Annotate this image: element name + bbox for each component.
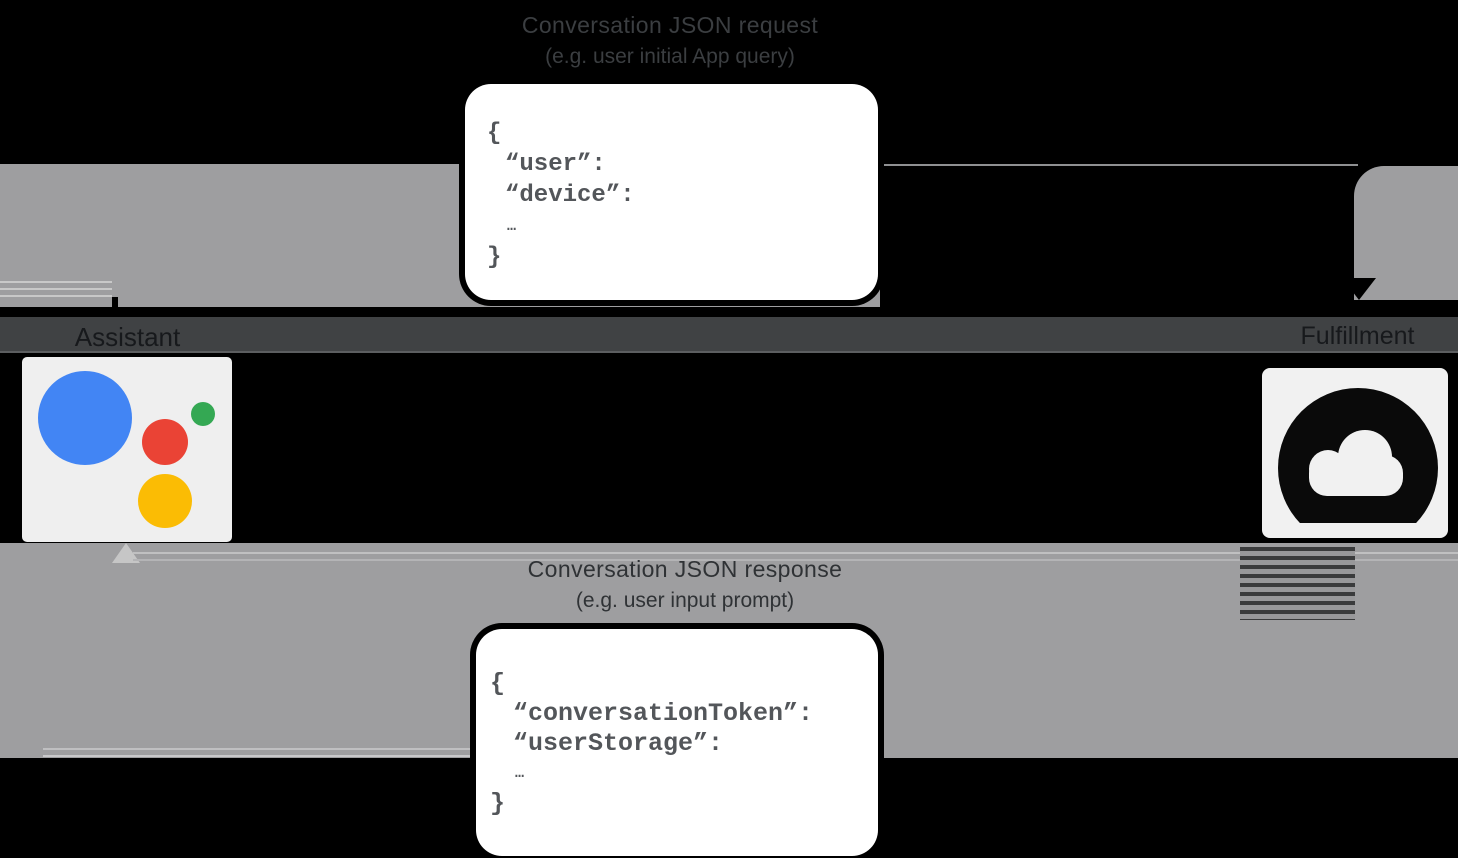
- response-title: Conversation JSON response: [527, 556, 843, 582]
- arrowhead-down-icon: [1342, 278, 1376, 300]
- request-arrow-highlight: [0, 288, 112, 290]
- response-arrow-line: [133, 559, 1458, 561]
- request-json-line: “user”:: [505, 151, 606, 178]
- response-title-block: Conversation JSON response (e.g. user in…: [435, 556, 935, 613]
- response-json-box: { “conversationToken”: “userStorage”: … …: [476, 629, 878, 856]
- response-arrow-line: [43, 755, 478, 757]
- assistant-label: Assistant: [74, 322, 181, 352]
- assistant-yellow-dot: [138, 474, 192, 528]
- arrowhead-up-icon: [112, 543, 140, 563]
- response-json-line: “userStorage”:: [513, 729, 724, 758]
- assistant-red-dot: [142, 419, 188, 465]
- request-arrow-corner: [1354, 166, 1458, 300]
- fulfillment-node: [1262, 368, 1448, 538]
- fulfillment-label: Fulfillment: [1300, 322, 1415, 350]
- request-json-line: “device”:: [505, 182, 635, 209]
- response-json-line: “conversationToken”:: [513, 699, 814, 728]
- request-json-box: { “user”: “device”: … }: [465, 84, 878, 300]
- response-json-line: …: [515, 765, 525, 782]
- google-assistant-logo: [22, 357, 232, 542]
- response-json-line: }: [490, 789, 506, 818]
- request-arrow-highlight: [0, 295, 112, 297]
- response-arrow-line: [133, 552, 1458, 554]
- request-arrow-notch: [112, 297, 118, 307]
- cloud-icon: [1278, 388, 1438, 523]
- request-title-block: Conversation JSON request (e.g. user ini…: [420, 12, 920, 69]
- request-title: Conversation JSON request: [521, 12, 819, 38]
- assistant-green-dot: [191, 402, 215, 426]
- node-label-band: [0, 317, 1458, 353]
- request-arrow-line: [884, 164, 1358, 166]
- request-arrow-highlight: [0, 281, 112, 283]
- response-json-line: {: [490, 669, 506, 698]
- request-json-line: }: [487, 244, 502, 271]
- response-subtitle: (e.g. user input prompt): [575, 589, 795, 612]
- request-json-line: …: [507, 218, 517, 235]
- request-subtitle: (e.g. user initial App query): [545, 45, 795, 68]
- request-json-line: {: [487, 120, 502, 147]
- striped-artifact: [1240, 547, 1355, 620]
- assistant-blue-dot: [38, 371, 132, 465]
- response-arrow-line: [43, 748, 478, 750]
